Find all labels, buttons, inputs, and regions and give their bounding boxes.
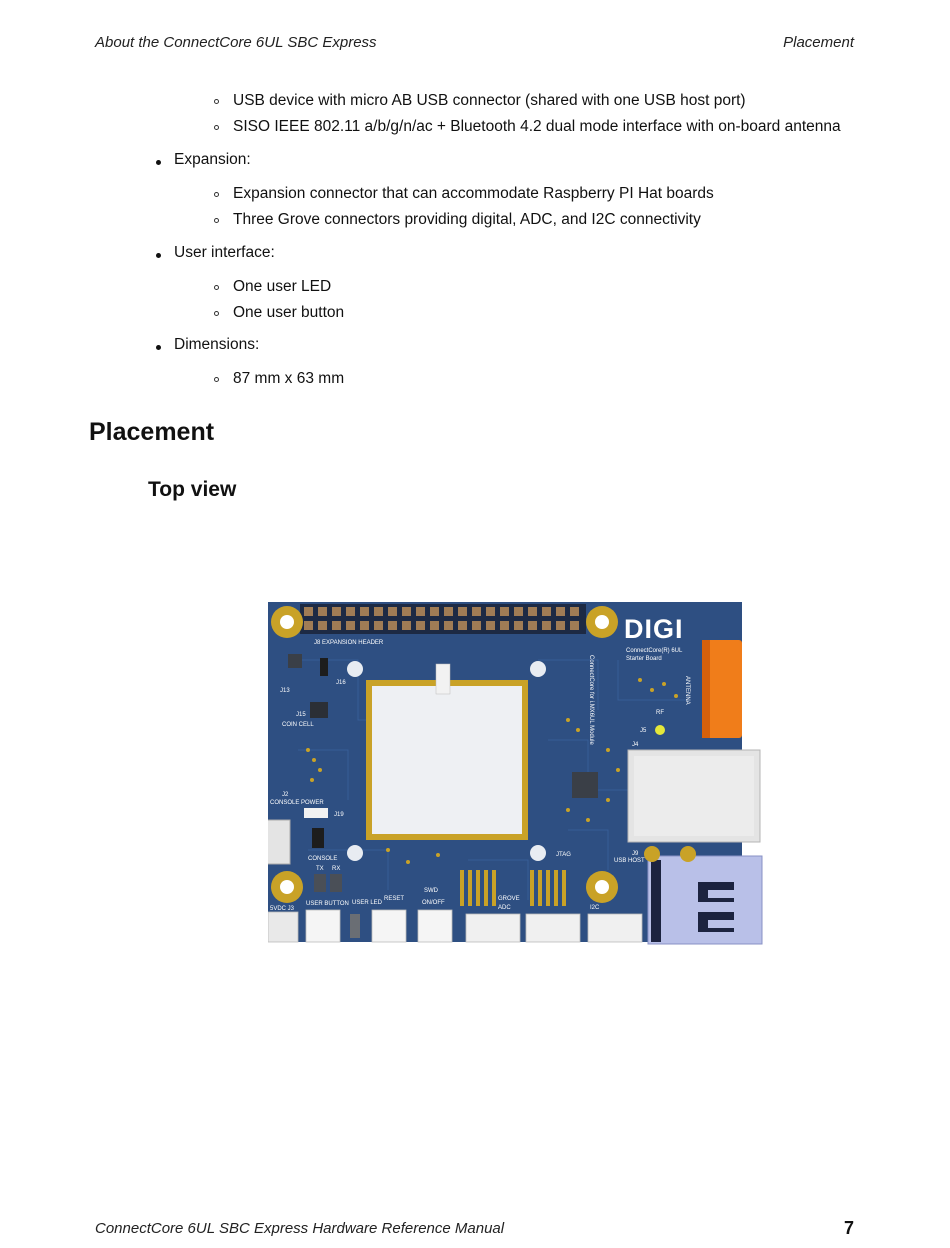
grove-digital-connector xyxy=(465,913,521,943)
page-number: 7 xyxy=(843,1218,854,1238)
sub-bullet xyxy=(214,192,219,197)
sub-bullet xyxy=(214,99,219,104)
bullet xyxy=(156,160,161,165)
grove-i2c-connector xyxy=(587,913,643,943)
sub-bullet xyxy=(214,311,219,316)
jtag-label: JTAG xyxy=(556,852,571,858)
sub-bullet xyxy=(214,125,219,130)
swd-label: SWD xyxy=(424,888,439,894)
user-button-label: USER BUTTON xyxy=(306,901,349,907)
j4-label: J4 xyxy=(632,742,639,748)
console-label: CONSOLE xyxy=(308,856,337,862)
list-item: 87 mm x 63 mm xyxy=(233,370,345,387)
console-power-label: CONSOLE POWER xyxy=(270,800,324,806)
rx-label: RX xyxy=(332,866,340,872)
j5-label: J5 xyxy=(640,728,647,734)
list-item: Three Grove connectors providing digital… xyxy=(233,211,701,228)
bullet xyxy=(156,253,161,258)
vdc-label: 5VDC J3 xyxy=(270,906,295,912)
list-item: SISO IEEE 802.11 a/b/g/n/ac + Bluetooth … xyxy=(233,118,841,135)
footer-manual-title: ConnectCore 6UL SBC Express Hardware Ref… xyxy=(95,1220,505,1237)
rf-label: RF xyxy=(656,710,664,716)
bottom-connectors xyxy=(268,909,643,943)
expansion-header-label: J8 EXPANSION HEADER xyxy=(314,640,384,646)
j19-label: J19 xyxy=(334,812,344,818)
list-item: One user button xyxy=(233,304,345,321)
running-header-title: About the ConnectCore 6UL SBC Express xyxy=(95,34,377,51)
smd-components xyxy=(306,678,678,864)
tx-label: TX xyxy=(316,866,324,872)
bullet xyxy=(156,345,161,350)
sub-bullet xyxy=(214,377,219,382)
mounting-holes xyxy=(271,606,618,903)
j16-label: J16 xyxy=(336,680,346,686)
antenna-label: ANTENNA xyxy=(684,676,690,705)
board-top-view-figure: DIGI ConnectCore(R) 6UL Starter Board AN… xyxy=(268,602,763,945)
power-jack xyxy=(268,911,299,943)
section-title: Placement xyxy=(89,418,215,446)
ic-chip-small xyxy=(288,654,302,668)
on-off-label: ON/OFF xyxy=(422,900,445,906)
j2-label: J2 xyxy=(282,792,289,798)
j9-label: J9 xyxy=(632,851,639,857)
sub-bullet xyxy=(214,285,219,290)
jtag-pads xyxy=(460,870,566,906)
running-header-section: Placement xyxy=(783,34,854,51)
rf-led xyxy=(655,725,665,735)
board-model-label-2: Starter Board xyxy=(626,656,662,662)
user-led-label: USER LED xyxy=(352,900,383,906)
subsection-title: Top view xyxy=(148,478,237,501)
i2c-label: I2C xyxy=(590,905,600,911)
board-model-label: ConnectCore(R) 6UL xyxy=(626,648,683,654)
list-heading-user-interface: User interface: xyxy=(174,244,275,261)
digi-logo: DIGI xyxy=(624,614,684,644)
grove-label: GROVE xyxy=(498,896,520,902)
module-label: ConnectCore for i.MX6UL Module xyxy=(588,655,594,745)
sub-bullet xyxy=(214,218,219,223)
on-off-button xyxy=(417,909,453,943)
user-led xyxy=(350,914,360,938)
grove-adc-connector xyxy=(525,913,581,943)
list-item: Expansion connector that can accommodate… xyxy=(233,185,714,202)
expansion-header-pins xyxy=(304,607,579,630)
ic-chip xyxy=(572,772,598,798)
list-item: USB device with micro AB USB connector (… xyxy=(233,92,746,109)
j15-label: J15 xyxy=(296,712,306,718)
usb-host-label: USB HOST xyxy=(614,858,645,864)
list-heading-expansion: Expansion: xyxy=(174,151,251,168)
reset-label: RESET xyxy=(384,896,404,902)
list-item: One user LED xyxy=(233,278,332,295)
ic-chip-small xyxy=(320,658,328,676)
reset-button xyxy=(371,909,407,943)
antenna-orange xyxy=(702,640,742,738)
adc-label: ADC xyxy=(498,905,511,911)
coin-cell-label: COIN CELL xyxy=(282,722,314,728)
user-button xyxy=(305,909,341,943)
j13-label: J13 xyxy=(280,688,290,694)
micro-usb-console xyxy=(268,819,291,865)
coin-cell-holder xyxy=(310,702,328,718)
list-heading-dimensions: Dimensions: xyxy=(174,336,260,353)
